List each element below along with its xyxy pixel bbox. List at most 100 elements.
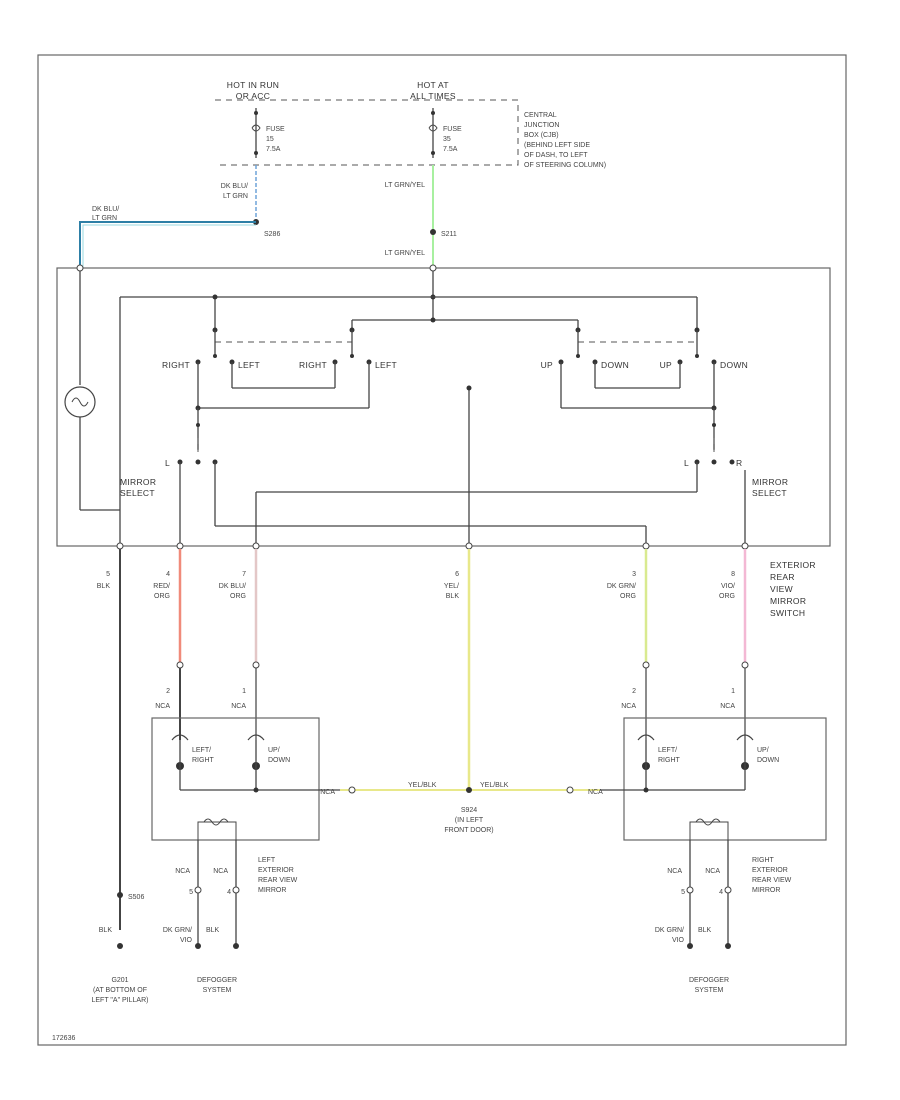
right-mirror-name-2: EXTERIOR <box>752 867 788 874</box>
switch-name-4: MIRROR <box>770 596 806 606</box>
wire-label-dkblu-ltgrn-a1: DK BLU/ <box>221 183 248 190</box>
defogger-wires <box>194 840 732 949</box>
pin-4-num: 4 <box>166 571 170 578</box>
splice-s924-label-2: (IN LEFT <box>455 817 484 824</box>
defogger-left-2: SYSTEM <box>203 987 232 994</box>
ground-wire-label: BLK <box>99 927 113 934</box>
left-common-connector <box>348 786 356 794</box>
cjb-label-4: (BEHIND LEFT SIDE <box>524 142 590 149</box>
left-mirror-nca-a: NCA <box>155 703 170 710</box>
splice-s924-label-1: S924 <box>461 807 477 814</box>
right-heater-nca-b: NCA <box>705 868 720 875</box>
left-mirror-name-3: REAR VIEW <box>258 877 298 884</box>
left-mirror-nca-b: NCA <box>231 703 246 710</box>
pin-8-color-1: VIO/ <box>721 583 735 590</box>
mirror-select-left-2: SELECT <box>120 488 155 498</box>
ground-label-1: G201 <box>111 977 128 984</box>
pin-3-color-1: DK GRN/ <box>607 583 636 590</box>
figure-id: 172636 <box>52 1035 75 1042</box>
pin-6-color-1: YEL/ <box>444 583 459 590</box>
left-mirror-pin-b: 1 <box>242 688 246 695</box>
switch-connector-left-top <box>76 264 84 272</box>
ground-point-g201 <box>117 943 123 949</box>
defogger-right-2: SYSTEM <box>695 987 724 994</box>
right-mirror-name-1: RIGHT <box>752 857 775 864</box>
wire-label-dkblu-ltgrn-b2: LT GRN <box>92 215 117 222</box>
right-mirror-motors <box>600 734 754 793</box>
pin-6-color-2: BLK <box>446 593 460 600</box>
wire-label-dkblu-ltgrn-b1: DK BLU/ <box>92 206 119 213</box>
left-motor-lr-2: RIGHT <box>192 757 215 764</box>
right-heater-pin-a: 5 <box>681 889 685 896</box>
fuse-right-rating: 7.5A <box>443 146 458 153</box>
left-heater-wire-2: VIO <box>180 937 193 944</box>
wire-label-ltgrn-yel-b: LT GRN/YEL <box>385 250 425 257</box>
wire-dkblu-ltgrn-teal-stripe <box>82 224 256 268</box>
switch-label-up-1: UP <box>541 360 553 370</box>
yel-blk-label-right: YEL/BLK <box>480 782 509 789</box>
lamp-filament <box>71 397 89 407</box>
right-heater-wire-blk: BLK <box>698 927 712 934</box>
right-mirror-pin-b: 1 <box>731 688 735 695</box>
switch-internal-wiring <box>119 362 746 546</box>
fuse-right-top-terminal <box>431 111 435 115</box>
right-heater-pin-b: 4 <box>719 889 723 896</box>
switch-name-2: REAR <box>770 572 795 582</box>
right-heater-wire-1: DK GRN/ <box>655 927 684 934</box>
switch-connector-pins <box>116 542 749 550</box>
left-heater-nca-a: NCA <box>175 868 190 875</box>
right-heater-element <box>689 821 729 840</box>
mirror-select-left-1: MIRROR <box>120 477 156 487</box>
defogger-right-1: DEFOGGER <box>689 977 729 984</box>
wire-dkblu-ltgrn-teal <box>79 221 256 268</box>
splice-s924 <box>466 787 472 793</box>
left-heater-pin-a: 5 <box>189 889 193 896</box>
splice-s211-label: S211 <box>441 231 457 238</box>
left-motor-ud-2: DOWN <box>268 757 290 764</box>
switch-connector-right-top <box>429 264 437 272</box>
mirror-select-right-1: MIRROR <box>752 477 788 487</box>
fuse-left-bottom-terminal <box>254 151 258 155</box>
left-mirror-motors <box>171 734 340 793</box>
cjb-label-3: BOX (CJB) <box>524 132 559 139</box>
pin-5-num: 5 <box>106 571 110 578</box>
left-motor-lr-1: LEFT/ <box>192 747 211 754</box>
right-motor-lr-2: RIGHT <box>658 757 681 764</box>
splice-s506-label: S506 <box>128 894 144 901</box>
hot-in-run-label-2: OR ACC <box>236 91 270 101</box>
switch-name-5: SWITCH <box>770 608 805 618</box>
left-mirror-name-4: MIRROR <box>258 887 286 894</box>
right-common-connector <box>566 786 574 794</box>
pin-3-color-2: ORG <box>620 593 636 600</box>
pin-4-color-2: ORG <box>154 593 170 600</box>
left-mirror-pin-a: 2 <box>166 688 170 695</box>
splice-s286-label: S286 <box>264 231 280 238</box>
left-mirror-name-1: LEFT <box>258 857 276 864</box>
switch-label-right-2: RIGHT <box>299 360 327 370</box>
cjb-label-2: JUNCTION <box>524 122 559 129</box>
fuse-right-bottom-terminal <box>431 151 435 155</box>
left-motor-ud-1: UP/ <box>268 747 280 754</box>
switch-label-down-2: DOWN <box>720 360 748 370</box>
switch-label-left-2: LEFT <box>375 360 397 370</box>
cjb-label-1: CENTRAL <box>524 112 557 119</box>
right-mirror-pin-a: 2 <box>632 688 636 695</box>
inline-connectors <box>176 661 749 669</box>
hot-in-run-label-1: HOT IN RUN <box>227 80 279 90</box>
pin-8-num: 8 <box>731 571 735 578</box>
fuse-right-label: FUSE <box>443 126 462 133</box>
pin-3-num: 3 <box>632 571 636 578</box>
fuse-left-symbol <box>251 124 261 132</box>
right-mirror-name-4: MIRROR <box>752 887 780 894</box>
switch-label-up-2: UP <box>660 360 672 370</box>
left-heater-element <box>197 821 237 840</box>
contact-r-right: R <box>736 458 742 468</box>
pin-8-color-2: ORG <box>719 593 735 600</box>
contact-l-left: L <box>165 458 170 468</box>
fuse-right-symbol <box>428 124 438 132</box>
right-mirror-box <box>623 717 827 841</box>
cjb-label-5: OF DASH, TO LEFT <box>524 152 588 159</box>
pin-7-color-2: ORG <box>230 593 246 600</box>
